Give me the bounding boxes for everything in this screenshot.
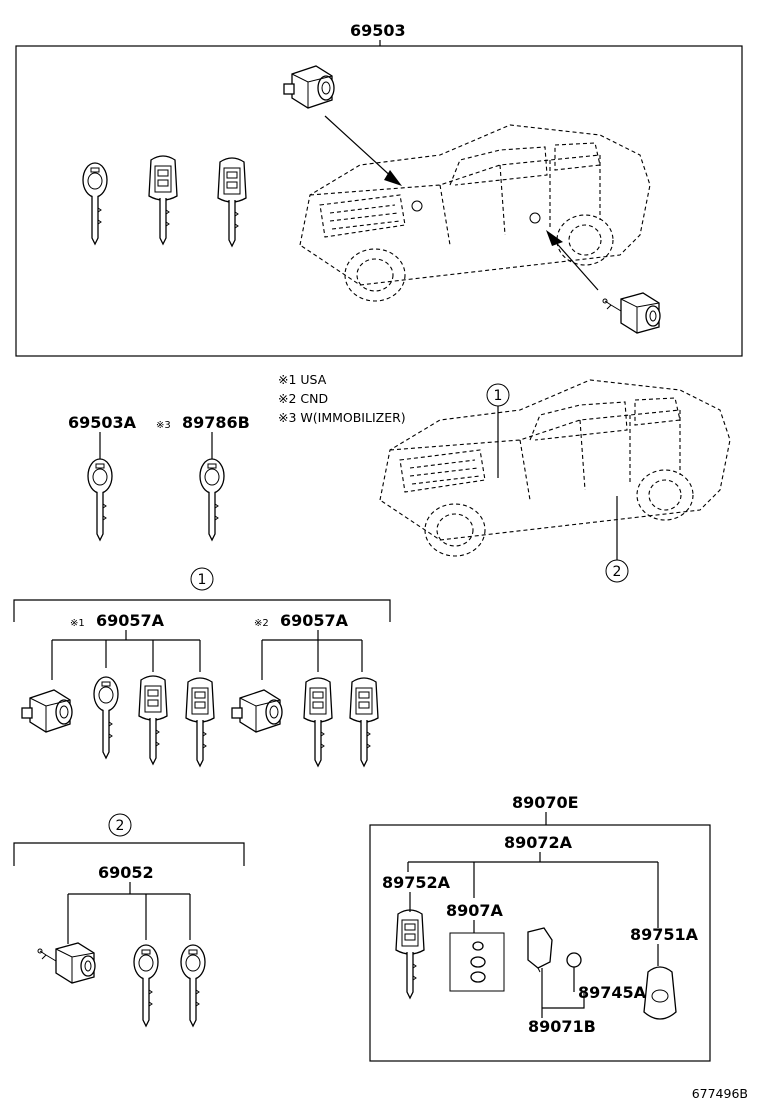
remote-key-icon	[148, 155, 178, 245]
key-icon	[180, 944, 206, 1027]
note-mark-1: ※1	[70, 618, 85, 629]
fob-icon	[643, 966, 677, 1020]
leader-tree	[407, 852, 659, 928]
diagram-id: 677496B	[692, 1086, 748, 1101]
callout-69052: 69052	[98, 863, 154, 882]
key-icon	[93, 676, 119, 759]
callout-89751A: 89751A	[630, 925, 699, 944]
callout-69503: 69503	[350, 21, 406, 40]
callout-69057A-usa: 69057A	[96, 611, 165, 630]
leader-tree	[261, 630, 363, 680]
note-mark-2: ※2	[254, 618, 269, 629]
door-cylinder-icon	[37, 942, 96, 984]
group-box-89070E	[369, 824, 711, 1062]
leader-tree	[67, 882, 191, 944]
location-dot	[411, 200, 423, 212]
arrow-to-hood	[324, 115, 396, 181]
cylinder-icon	[21, 689, 73, 733]
note-mark-3: ※3	[156, 420, 171, 431]
callout-89072A: 89072A	[504, 833, 573, 852]
remote-key-icon	[303, 677, 333, 767]
remote-key-icon	[185, 677, 215, 767]
location-dot	[529, 212, 541, 224]
group-marker-1-label: 1	[198, 572, 207, 588]
key-icon	[82, 162, 108, 245]
callout-69503A: 69503A	[68, 413, 137, 432]
callout-89070E: 89070E	[512, 793, 579, 812]
car-illustration	[379, 379, 731, 557]
remote-key-icon	[395, 909, 425, 999]
group-marker-2	[108, 813, 132, 837]
transmitter-board-icon	[527, 927, 553, 973]
remote-key-icon	[138, 675, 168, 765]
battery-icon	[566, 952, 582, 968]
cylinder-icon	[231, 689, 283, 733]
location-marker-1-label: 1	[494, 388, 503, 404]
note-usa: ※1 USA	[278, 372, 327, 387]
arrow-to-door	[551, 237, 599, 291]
remote-key-icon	[217, 157, 247, 247]
note-cnd: ※2 CND	[278, 391, 328, 406]
car-illustration	[299, 124, 651, 302]
remote-key-icon	[349, 677, 379, 767]
group-bracket-2	[13, 842, 245, 866]
leader-tree	[541, 967, 585, 1009]
group-marker-1	[190, 567, 214, 591]
callout-89786B: 89786B	[182, 413, 250, 432]
callout-69057A-cnd: 69057A	[280, 611, 349, 630]
leader-tree	[51, 630, 201, 680]
key-icon	[199, 458, 225, 541]
door-cylinder-icon	[602, 292, 661, 334]
callout-89745A: 89745A	[578, 983, 647, 1002]
group-marker-2-label: 2	[116, 818, 125, 834]
key-icon	[133, 944, 159, 1027]
location-marker-2-label: 2	[613, 564, 622, 580]
button-pad-icon	[449, 932, 505, 992]
callout-8907A: 8907A	[446, 901, 504, 920]
group-bracket-1	[13, 599, 391, 622]
arrow-head	[546, 230, 563, 246]
callout-89752A: 89752A	[382, 873, 451, 892]
cylinder-icon	[283, 65, 335, 109]
callout-89071B: 89071B	[528, 1017, 596, 1036]
key-icon	[87, 458, 113, 541]
note-immobilizer: ※3 W(IMMOBILIZER)	[278, 410, 406, 425]
group-box-69503	[15, 45, 743, 357]
arrow-head	[384, 170, 402, 186]
